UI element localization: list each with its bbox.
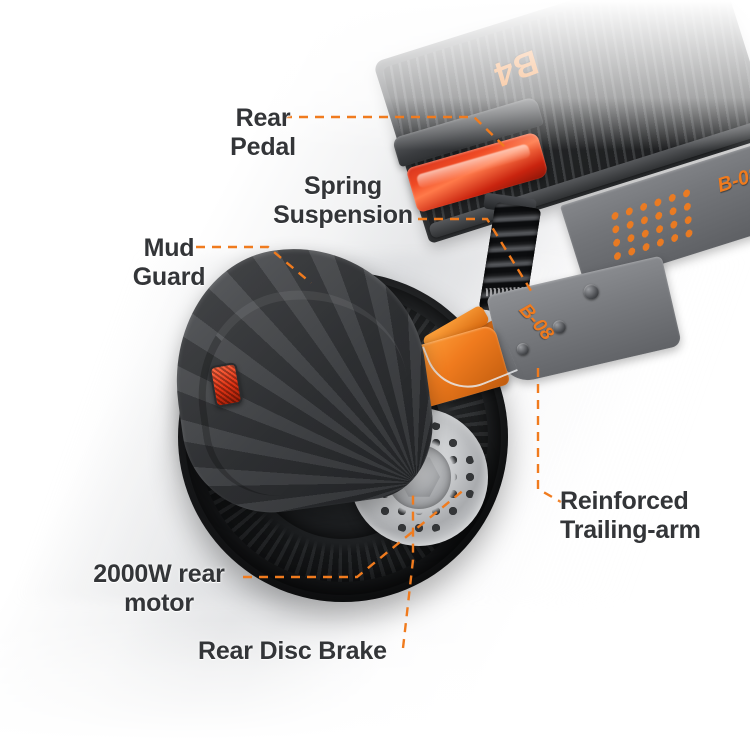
top-fade-overlay xyxy=(0,0,750,150)
bottom-fade-overlay xyxy=(0,620,750,750)
callout-label-motor: 2000W rear motor xyxy=(93,560,225,617)
callout-label-spring-suspension: Spring Suspension xyxy=(273,172,413,229)
arm-bolt-3 xyxy=(515,341,531,357)
callout-label-rear-pedal: Rear Pedal xyxy=(230,104,296,161)
trailing-arm-brand-logo: B-08 xyxy=(514,299,558,345)
callout-label-disc-brake: Rear Disc Brake xyxy=(198,637,387,665)
hex-dot-graphic xyxy=(610,187,697,267)
battery-brand-logo: B-08 xyxy=(714,163,750,198)
callout-label-reinforced-arm: Reinforced Trailing-arm xyxy=(560,487,701,544)
callout-label-mud-guard: Mud Guard xyxy=(132,234,206,291)
arm-bolt-1 xyxy=(582,282,601,301)
